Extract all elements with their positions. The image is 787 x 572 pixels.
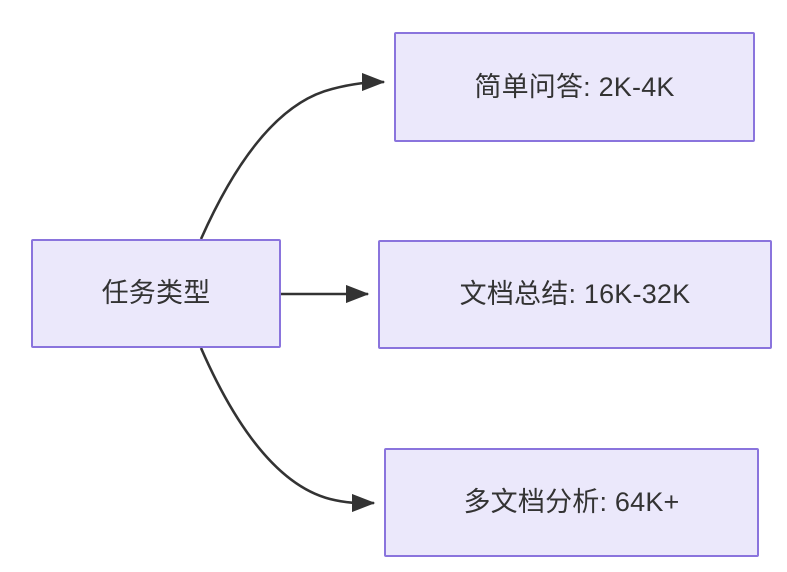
node-simple-qa[interactable]: 简单问答: 2K-4K [394,32,755,142]
node-task-type[interactable]: 任务类型 [31,239,281,348]
node-label: 文档总结: 16K-32K [459,279,691,310]
node-multi-doc[interactable]: 多文档分析: 64K+ [384,448,759,557]
node-label: 简单问答: 2K-4K [474,71,675,102]
node-label: 多文档分析: 64K+ [463,487,680,518]
node-doc-summary[interactable]: 文档总结: 16K-32K [378,240,772,349]
node-label: 任务类型 [101,278,211,309]
edge-root-to-multi-doc [199,347,376,513]
edge-root-to-simple-qa [199,72,386,240]
